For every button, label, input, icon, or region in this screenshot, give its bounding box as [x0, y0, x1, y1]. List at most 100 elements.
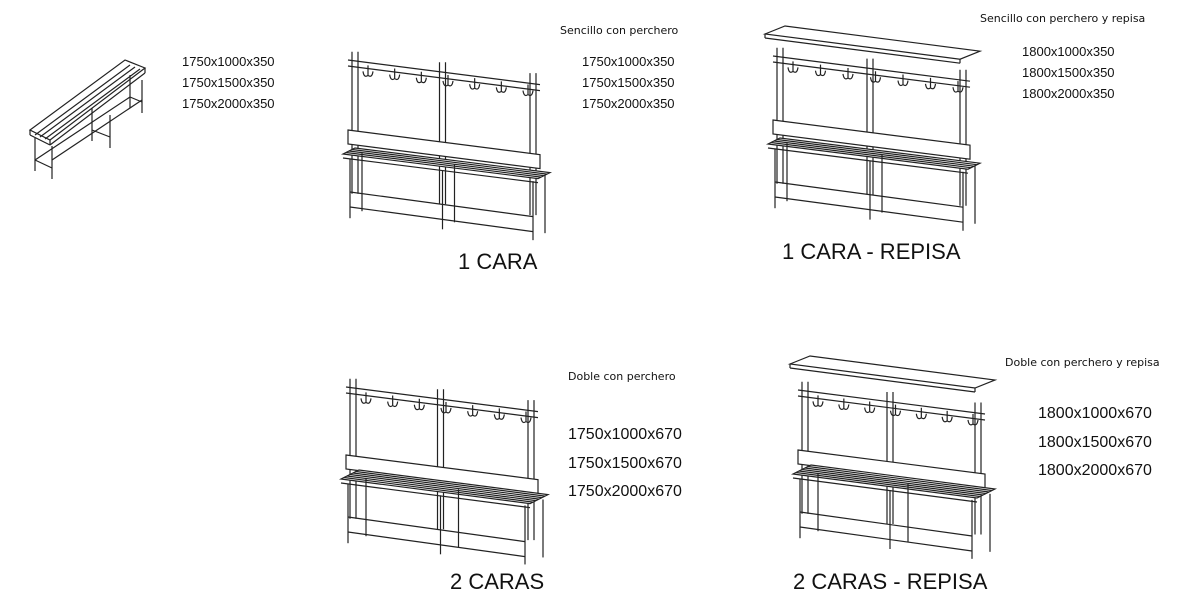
hook-icon: [864, 401, 876, 414]
hook-icon: [442, 74, 454, 87]
hook-icon: [812, 395, 824, 407]
hook-icon: [842, 67, 854, 80]
hook-rail: [797, 395, 986, 421]
rail: [347, 531, 526, 558]
rail: [799, 511, 973, 537]
seat-slat: [352, 472, 543, 499]
rail: [774, 196, 964, 223]
seat-slat: [44, 68, 141, 140]
hook-icon: [413, 398, 425, 411]
bench-1-cara-repisa-drawing: [762, 25, 983, 231]
label-1-cara-repisa: 1 CARA - REPISA: [782, 239, 961, 264]
hook-icon: [924, 77, 937, 90]
seat-edge: [767, 147, 969, 174]
size-item: 1750x2000x670: [568, 483, 682, 500]
rail: [349, 191, 534, 218]
simple-bench-sizes: 1750x1000x350 1750x1500x350 1750x2000x35…: [182, 51, 275, 114]
size-item: 1800x1500x350: [1022, 65, 1115, 80]
hook-rail: [772, 55, 971, 82]
size-item: 1800x1500x670: [1038, 433, 1152, 451]
label-2-caras: 2 CARAS: [450, 569, 545, 594]
shelf: [787, 355, 998, 389]
hook-icon: [493, 408, 505, 420]
hook-rail: [772, 61, 971, 88]
rail: [347, 516, 526, 543]
hook-icon: [415, 71, 427, 84]
hook-icon: [389, 68, 401, 81]
line: [49, 72, 146, 146]
hook-icon: [838, 398, 850, 410]
caption-1-cara-repisa: Sencillo con perchero y repisa: [980, 12, 1146, 25]
size-item: 1750x1500x350: [582, 75, 675, 90]
caption-2-caras-repisa: Doble con perchero y repisa: [1005, 356, 1160, 369]
hook-icon: [440, 401, 452, 414]
hook-icon: [967, 413, 979, 426]
seat-slat: [345, 151, 542, 178]
sizes-2-caras-repisa: 1800x1000x670 1800x1500x670 1800x2000x67…: [1038, 400, 1152, 486]
caption-1-cara: Sencillo con perchero: [560, 24, 679, 37]
simple-bench-drawing: [28, 59, 147, 179]
hook-icon: [467, 405, 479, 417]
hook-icon: [495, 81, 507, 93]
seat-slat: [348, 150, 545, 177]
seat-slat: [355, 470, 546, 497]
size-item: 1750x1500x350: [182, 75, 275, 90]
hook-icon: [814, 64, 827, 77]
rail: [799, 526, 973, 552]
size-item: 1800x1000x670: [1038, 405, 1152, 422]
size-item: 1750x2000x350: [182, 96, 275, 111]
size-item: 1800x1000x350: [1022, 44, 1115, 59]
hook-rail: [345, 392, 539, 419]
size-item: 1800x2000x670: [1038, 462, 1152, 479]
size-item: 1750x1000x350: [182, 54, 275, 69]
hook-rail: [347, 59, 541, 86]
seat-slat: [804, 467, 990, 493]
shelf-edge: [764, 37, 961, 64]
sizes-1-cara-repisa: 1800x1000x350 1800x1500x350 1800x2000x35…: [1022, 41, 1115, 104]
backrest: [347, 129, 541, 170]
hook-icon: [520, 411, 532, 424]
hook-icon: [469, 78, 481, 90]
seat-slat: [39, 66, 136, 138]
seat-slat: [351, 148, 548, 175]
seat-slat: [807, 465, 993, 492]
hook-icon: [387, 395, 399, 408]
seat-slat: [773, 140, 975, 167]
rail: [774, 181, 964, 208]
sizes-1-cara: 1750x1000x350 1750x1500x350 1750x2000x35…: [582, 51, 675, 114]
size-item: 1800x2000x350: [1022, 86, 1115, 101]
hook-icon: [787, 61, 799, 73]
sizes-2-caras: 1750x1000x670 1750x1500x670 1750x2000x67…: [568, 421, 682, 507]
size-item: 1750x2000x350: [582, 96, 675, 111]
seat-edge: [342, 157, 539, 184]
seat-edge: [340, 482, 531, 509]
size-item: 1750x1500x670: [568, 454, 682, 472]
seat-slat: [34, 64, 131, 136]
line: [29, 134, 51, 146]
rail: [34, 159, 53, 169]
seat-slat: [801, 468, 987, 495]
label-2-caras-repisa: 2 CARAS - REPISA: [793, 569, 988, 594]
size-item: 1750x1000x350: [582, 54, 675, 69]
hook-rail: [797, 389, 986, 415]
hook-rail: [347, 65, 541, 92]
shelf: [762, 25, 983, 60]
caption-2-caras: Doble con perchero: [568, 370, 676, 383]
backrest: [772, 119, 971, 160]
hook-icon: [889, 404, 902, 417]
hook-rail: [345, 386, 539, 413]
rail: [349, 206, 534, 233]
size-item: 1750x1000x670: [568, 426, 682, 443]
seat-slat: [343, 476, 534, 503]
rail: [51, 99, 143, 161]
seat-slat: [349, 473, 540, 500]
hook-icon: [360, 392, 372, 404]
seat-slat: [776, 138, 978, 166]
rail: [129, 96, 143, 103]
hook-icon: [952, 81, 964, 93]
rail: [34, 96, 131, 161]
seat-slat: [346, 475, 537, 502]
shelf-edge: [789, 367, 976, 393]
hook-icon: [915, 407, 927, 420]
seat-slat: [798, 470, 984, 496]
